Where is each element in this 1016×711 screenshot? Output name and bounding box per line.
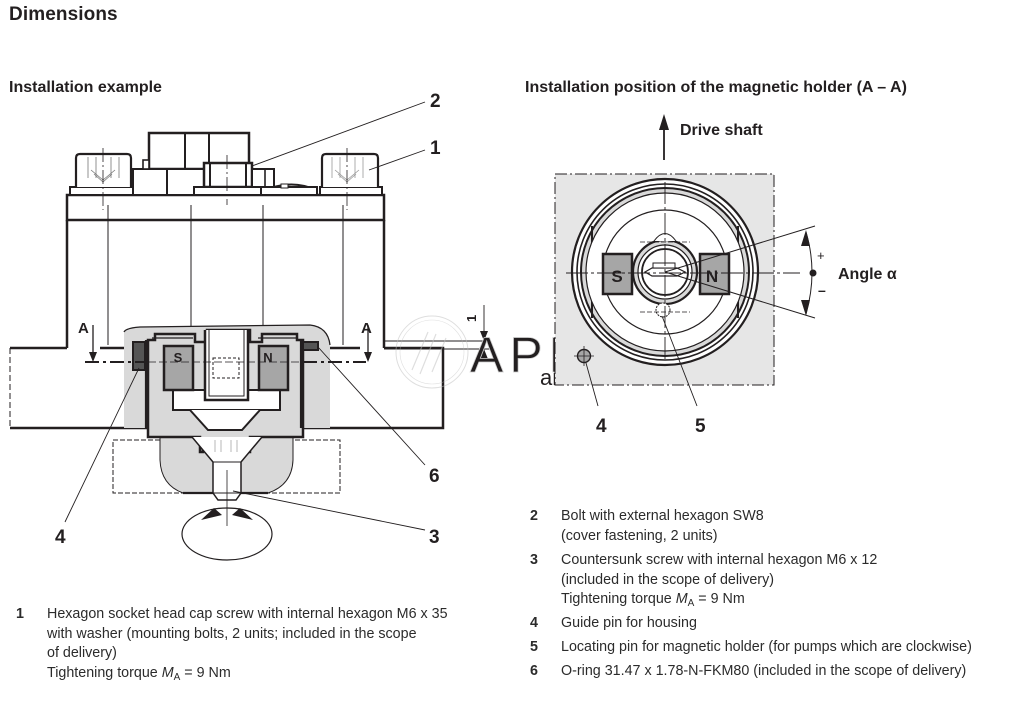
magnet-south-right <box>601 252 634 296</box>
legend-text: Hexagon socket head cap screw with inter… <box>47 605 448 687</box>
drive-shaft-label: Drive shaft <box>680 122 763 139</box>
callout-6: 6 <box>429 466 440 487</box>
legend-text: Countersunk screw with internal hexagon … <box>561 551 877 614</box>
o-ring <box>302 341 319 351</box>
magnet-south-label: S <box>174 350 183 365</box>
callout-5: 5 <box>695 416 706 437</box>
legend-text: O-ring 31.47 x 1.78-N-FKM80 (included in… <box>561 663 967 679</box>
legend-text: Locating pin for magnetic holder (for pu… <box>561 639 972 655</box>
section-title-installation-position: Installation position of the magnetic ho… <box>525 79 907 96</box>
cap-screw-right <box>320 152 380 187</box>
page-title: Dimensions <box>9 4 118 25</box>
angle-plus: + <box>817 248 825 263</box>
section-marker-a-left: A <box>78 320 89 337</box>
tightening-torque: Tightening torque MA = 9 Nm <box>47 664 231 683</box>
section-title-installation-example: Installation example <box>9 79 162 96</box>
legend-number: 6 <box>530 663 538 679</box>
tightening-torque: Tightening torque MA = 9 Nm <box>561 591 745 610</box>
callout-3: 3 <box>429 527 440 548</box>
angle-label: Angle α <box>838 266 897 283</box>
magnet-south-label-right: S <box>611 267 622 286</box>
housing-cover-plate <box>65 193 386 222</box>
legend-text: Guide pin for housing <box>561 615 697 631</box>
callout-2: 2 <box>430 91 441 112</box>
magnet-north <box>257 344 290 392</box>
guide-pin <box>132 341 146 371</box>
magnet-north-label: N <box>263 350 272 365</box>
angle-minus: – <box>818 282 826 298</box>
hex-bolt <box>202 161 254 189</box>
magnet-north-label-right: N <box>706 267 718 286</box>
dimension-value: 1 <box>464 315 479 322</box>
housing-body <box>65 220 386 348</box>
callout-1: 1 <box>430 138 441 159</box>
washer-left <box>69 186 138 196</box>
watermark <box>395 315 469 389</box>
legend-number: 2 <box>530 508 538 524</box>
legend-number: 5 <box>530 639 538 655</box>
callout-4-left: 4 <box>55 527 66 548</box>
legend-number: 3 <box>530 552 538 568</box>
rotation-arrow <box>181 507 273 561</box>
legend-number: 4 <box>530 615 538 631</box>
legend-number: 1 <box>16 606 24 622</box>
legend-text: Bolt with external hexagon SW8 (cover fa… <box>561 508 764 544</box>
callout-4-right: 4 <box>596 416 607 437</box>
magnet-south <box>162 344 195 392</box>
cap-screw-left <box>74 152 133 187</box>
section-marker-a-right: A <box>361 320 372 337</box>
locating-pin <box>655 302 671 318</box>
washer-right <box>319 186 383 196</box>
